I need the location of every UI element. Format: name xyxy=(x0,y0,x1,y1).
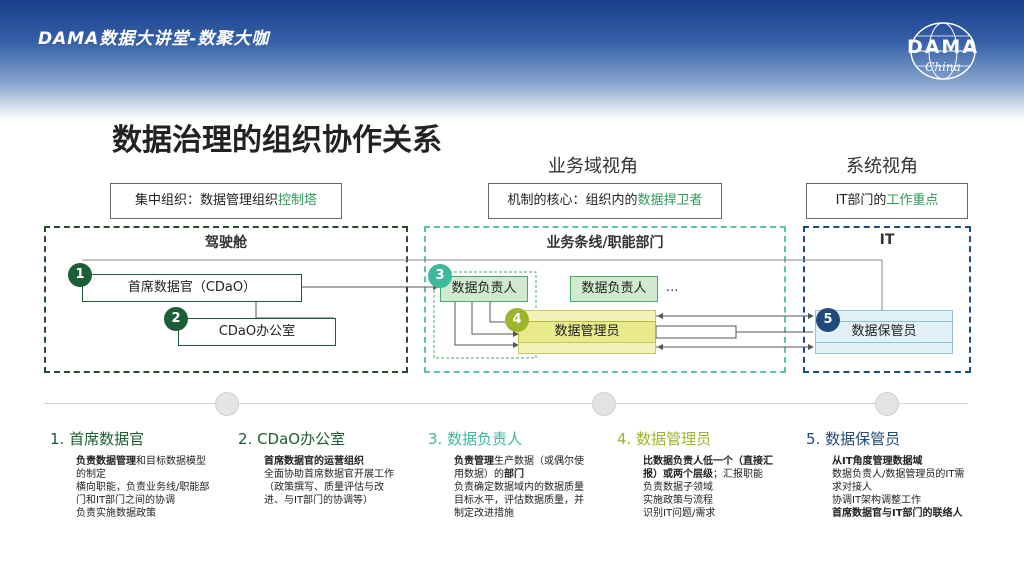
tag-it-focus-highlight: 工作重点 xyxy=(886,193,939,208)
circle-1: 1 xyxy=(68,263,92,287)
logo-wordmark: DAMA xyxy=(906,36,980,58)
it-region-label: IT xyxy=(879,232,895,248)
column-custodian-line-1: 从IT角度管理数据域 xyxy=(832,455,966,468)
tag-data-defender-text: 机制的核心：组织内的 xyxy=(507,193,638,208)
column-custodian-line-4-bold: 首席数据官与IT部门的联络人 xyxy=(832,508,963,519)
system-view-label: 系统视角 xyxy=(846,156,918,177)
column-cdao-line-2-text: 横向职能，负责业务线/职能部门和IT部门之间的协调 xyxy=(76,482,210,506)
tag-data-defender: 机制的核心：组织内的数据捍卫者 xyxy=(488,183,722,219)
column-custodian-head: 5. 数据保管员 xyxy=(806,430,901,448)
column-office-line-1: 首席数据官的运营组织 xyxy=(264,455,398,468)
column-steward-body: 比数据负责人低一个（直接汇报）或两个层级；汇报职能 负责数据子领域 实施政策与流… xyxy=(617,455,777,520)
section-divider xyxy=(44,403,968,404)
column-owner-line-1-bold: 负责管理 xyxy=(454,456,494,467)
steward-bar-bottom xyxy=(518,342,656,354)
tag-control-tower-highlight: 控制塔 xyxy=(278,193,318,208)
column-steward-line-1: 比数据负责人低一个（直接汇报）或两个层级；汇报职能 xyxy=(643,455,777,481)
column-steward: 4. 数据管理员 比数据负责人低一个（直接汇报）或两个层级；汇报职能 负责数据子… xyxy=(617,428,777,520)
column-steward-line-4: 识别IT问题/需求 xyxy=(643,507,777,520)
brand-title: DAMA数据大讲堂-数聚大咖 xyxy=(38,29,270,49)
data-owner-node-a: 数据负责人 xyxy=(440,276,528,302)
column-office: 2. CDaO办公室 首席数据官的运营组织 全面协助首席数据官开展工作（政策撰写… xyxy=(238,428,398,507)
tag-it-focus: IT部门的工作重点 xyxy=(806,183,968,219)
divider-dot-1 xyxy=(215,392,239,416)
column-owner-line-2-text: 负责确定数据域内的数据质量目标水平，评估数据质量，并制定改进措施 xyxy=(454,482,584,519)
header-band xyxy=(0,0,1024,120)
column-office-body: 首席数据官的运营组织 全面协助首席数据官开展工作（政策撰写、质量评估与改进、与I… xyxy=(238,455,398,507)
column-custodian-line-3: 协调IT架构调整工作 xyxy=(832,494,966,507)
column-steward-head: 4. 数据管理员 xyxy=(617,430,712,448)
cockpit-region xyxy=(44,226,408,373)
globe-icon xyxy=(910,22,976,80)
business-region xyxy=(424,226,786,373)
column-owner-line-1: 负责管理生产数据（或偶尔使用数据）的部门 xyxy=(454,455,588,481)
circle-5: 5 xyxy=(816,308,840,332)
business-view-label: 业务域视角 xyxy=(548,156,638,177)
column-steward-line-2-text: 负责数据子领域 xyxy=(643,482,713,493)
column-steward-line-3: 实施政策与流程 xyxy=(643,494,777,507)
divider-dot-3 xyxy=(875,392,899,416)
column-office-head: 2. CDaO办公室 xyxy=(238,430,346,448)
column-owner-line-1-text: 生产数据（或偶尔使用数据）的 xyxy=(454,456,584,480)
more-owners-ellipsis: ... xyxy=(666,280,679,295)
column-cdao-line-3-text: 负责实施数据政策 xyxy=(76,508,156,519)
data-owner-node-b: 数据负责人 xyxy=(570,276,658,302)
column-custodian-body: 从IT角度管理数据域 数据负责人/数据管理员的IT需求对接人 协调IT架构调整工… xyxy=(806,455,966,520)
column-custodian-line-2: 数据负责人/数据管理员的IT需求对接人 xyxy=(832,468,966,494)
tag-data-defender-highlight: 数据捍卫者 xyxy=(637,193,703,208)
column-custodian-line-2-text: 数据负责人/数据管理员的IT需求对接人 xyxy=(832,469,965,493)
column-office-line-2: 全面协助首席数据官开展工作（政策撰写、质量评估与改进、与IT部门的协调等） xyxy=(264,468,398,507)
column-steward-line-1-text: ；汇报职能 xyxy=(713,469,763,480)
data-custodian-node: 数据保管员 xyxy=(815,321,953,343)
dama-logo: DAMA China xyxy=(902,20,984,82)
column-cdao-line-1-bold: 负责数据管理 xyxy=(76,456,136,467)
circle-4: 4 xyxy=(505,308,529,332)
column-custodian-line-3-text: 协调IT架构调整工作 xyxy=(832,495,922,506)
column-owner: 3. 数据负责人 负责管理生产数据（或偶尔使用数据）的部门 负责确定数据域内的数… xyxy=(428,428,588,520)
column-cdao-line-2: 横向职能，负责业务线/职能部门和IT部门之间的协调 xyxy=(76,481,210,507)
column-cdao-line-1: 负责数据管理和目标数据模型的制定 xyxy=(76,455,210,481)
it-region xyxy=(803,226,971,373)
tag-it-focus-text: IT部门的 xyxy=(835,193,887,208)
column-custodian-line-4: 首席数据官与IT部门的联络人 xyxy=(832,507,966,520)
cockpit-region-label: 驾驶舱 xyxy=(205,235,247,251)
column-cdao-head: 1. 首席数据官 xyxy=(50,430,145,448)
column-owner-body: 负责管理生产数据（或偶尔使用数据）的部门 负责确定数据域内的数据质量目标水平，评… xyxy=(428,455,588,520)
circle-3: 3 xyxy=(428,264,452,288)
cdao-office-node: CDaO办公室 xyxy=(178,318,336,346)
logo-subtitle: China xyxy=(925,60,961,74)
column-steward-line-3-text: 实施政策与流程 xyxy=(643,495,713,506)
column-steward-line-2: 负责数据子领域 xyxy=(643,481,777,494)
page-title: 数据治理的组织协作关系 xyxy=(112,123,442,158)
column-owner-line-1-bold-2: 部门 xyxy=(504,469,524,480)
business-region-label: 业务条线/职能部门 xyxy=(546,235,664,251)
column-steward-line-1-bold: 比数据负责人低一个（直接汇报）或两个层级 xyxy=(643,456,773,480)
data-steward-node: 数据管理员 xyxy=(518,321,656,343)
column-cdao: 1. 首席数据官 负责数据管理和目标数据模型的制定 横向职能，负责业务线/职能部… xyxy=(50,428,210,520)
column-owner-line-2: 负责确定数据域内的数据质量目标水平，评估数据质量，并制定改进措施 xyxy=(454,481,588,520)
cdao-node: 首席数据官（CDaO） xyxy=(82,274,302,302)
tag-control-tower: 集中组织：数据管理组织控制塔 xyxy=(110,183,342,219)
column-steward-line-4-text: 识别IT问题/需求 xyxy=(643,508,716,519)
circle-2: 2 xyxy=(164,307,188,331)
custodian-bar-bottom xyxy=(815,342,953,354)
divider-dot-2 xyxy=(592,392,616,416)
column-cdao-line-3: 负责实施数据政策 xyxy=(76,507,210,520)
column-cdao-body: 负责数据管理和目标数据模型的制定 横向职能，负责业务线/职能部门和IT部门之间的… xyxy=(50,455,210,520)
column-custodian: 5. 数据保管员 从IT角度管理数据域 数据负责人/数据管理员的IT需求对接人 … xyxy=(806,428,966,520)
tag-control-tower-text: 集中组织：数据管理组织 xyxy=(134,193,278,208)
column-office-line-2-text: 全面协助首席数据官开展工作（政策撰写、质量评估与改进、与IT部门的协调等） xyxy=(264,469,394,506)
column-owner-head: 3. 数据负责人 xyxy=(428,430,523,448)
column-cdao-line-1-text: 和目标数据模型的制定 xyxy=(76,456,206,480)
column-custodian-line-1-bold: 从IT角度管理数据域 xyxy=(832,456,923,467)
column-office-line-1-bold: 首席数据官的运营组织 xyxy=(264,456,364,467)
